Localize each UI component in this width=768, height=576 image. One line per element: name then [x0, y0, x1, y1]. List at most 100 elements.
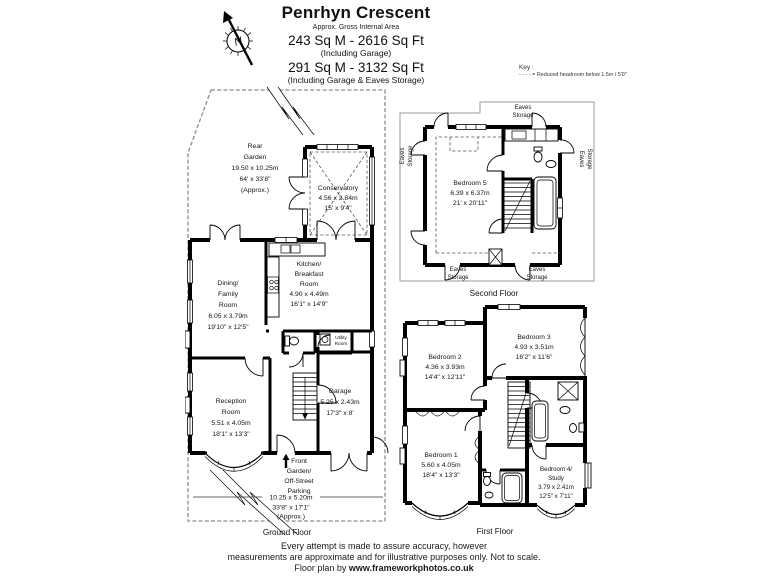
- svg-text:Room: Room: [219, 302, 237, 309]
- sf-interior: [486, 127, 534, 234]
- area-note-1: (Including Garage): [320, 48, 392, 59]
- svg-text:Room: Room: [222, 409, 240, 416]
- windows: [185, 156, 375, 436]
- ff-doors: [464, 363, 547, 485]
- dining-room-label: Dining/ Family Room 6.05 x 3.79m 19'10" …: [207, 280, 249, 331]
- svg-text:Rear: Rear: [248, 143, 263, 150]
- svg-text:19.50 x 10.25m: 19.50 x 10.25m: [232, 165, 279, 172]
- conservatory-label: Conservatory 4.56 x 2.84m 15' x 9'4": [318, 185, 359, 212]
- svg-text:Garage: Garage: [329, 388, 352, 395]
- entrance-arrow-icon: [282, 453, 290, 468]
- svg-text:15' x 9'4": 15' x 9'4": [324, 205, 352, 212]
- credit-line: Floor plan by www.frameworkphotos.co.uk: [4, 563, 764, 574]
- svg-text:6.05 x 3.79m: 6.05 x 3.79m: [208, 313, 248, 320]
- svg-text:Garden/: Garden/: [287, 468, 312, 475]
- svg-text:12'5" x 7'11": 12'5" x 7'11": [539, 493, 572, 500]
- ground-floor-plan: Rear Garden 19.50 x 10.25m 64' x 33'8" (…: [185, 86, 389, 537]
- header: Penrhyn Crescent Approx. Gross Internal …: [206, 4, 506, 85]
- ff-ensuite-fixtures: [483, 472, 523, 504]
- svg-text:Eaves: Eaves: [578, 151, 584, 168]
- kitchen-label: Kitchen/ Breakfast Room 4.90 x 4.49m 16'…: [289, 261, 329, 308]
- dining-garden-doors: [209, 224, 241, 241]
- garage-doors: [317, 384, 368, 472]
- area-note-2: (Including Garage & Eaves Storage): [287, 75, 425, 86]
- svg-text:14'4" x 12'11": 14'4" x 12'11": [425, 374, 466, 381]
- svg-text:Room: Room: [335, 341, 348, 347]
- second-floor-label: Second Floor: [470, 289, 519, 298]
- conservatory: [288, 144, 372, 242]
- legend-key: Key : - - - - = Reduced headroom below 1…: [519, 64, 729, 78]
- bedroom4-label: Bedroom 4/ Study 3.79 x 2.41m 12'5" x 7'…: [538, 466, 574, 500]
- svg-text:Bedroom 1: Bedroom 1: [424, 452, 457, 459]
- svg-text:10.25 x 5.20m: 10.25 x 5.20m: [269, 495, 312, 502]
- eaves-storage-labels: Eaves Storage Eaves Storage Eaves Storag…: [400, 105, 592, 281]
- disclaimer-line-1: Every attempt is made to assure accuracy…: [281, 541, 487, 551]
- svg-text:Breakfast: Breakfast: [295, 271, 324, 278]
- wc-fixtures: [284, 335, 304, 368]
- svg-text:Storage: Storage: [526, 275, 548, 281]
- first-floor-plan: Bedroom 2 4.36 x 3.93m 14'4" x 12'11" Be…: [399, 304, 592, 536]
- reduced-headroom-lines: [435, 136, 560, 254]
- svg-text:Eaves: Eaves: [450, 267, 467, 273]
- second-floor-plan: Eaves Storage Eaves Storage Eaves Storag…: [399, 101, 595, 298]
- ff-stairs: [507, 381, 531, 449]
- ff-external-walls: [403, 305, 587, 507]
- svg-text:Room: Room: [300, 281, 318, 288]
- boundary-break-bottom: [209, 469, 299, 536]
- compass-arrowhead: [223, 11, 233, 23]
- key-entry: - - - - = Reduced headroom below 1.5m / …: [519, 72, 729, 78]
- svg-text:Bedroom 4/: Bedroom 4/: [540, 466, 572, 473]
- svg-text:Study: Study: [548, 475, 565, 482]
- svg-text:3.79 x 2.41m: 3.79 x 2.41m: [538, 484, 574, 491]
- utility-room-label: Utility Room: [335, 335, 348, 347]
- staircase: [292, 372, 318, 421]
- svg-text:18'1" x 13'3": 18'1" x 13'3": [212, 431, 250, 438]
- kitchen-units: [265, 242, 326, 318]
- credit-url: www.frameworkphotos.co.uk: [348, 562, 474, 573]
- compass-icon: N: [223, 11, 254, 66]
- bedroom1-label: Bedroom 1 5.60 x 4.05m 18'4" x 13'3": [421, 452, 461, 479]
- compass-north-label: N: [233, 35, 244, 49]
- garden-boundary: [187, 89, 386, 522]
- bedroom1-bay-window: [411, 502, 469, 520]
- svg-text:18'4" x 13'3": 18'4" x 13'3": [422, 472, 460, 479]
- compass-needle: [227, 19, 254, 66]
- svg-text:16'1" x 14'9": 16'1" x 14'9": [290, 301, 328, 308]
- svg-text:Kitchen/: Kitchen/: [297, 261, 322, 268]
- svg-text:4.90 x 4.49m: 4.90 x 4.49m: [289, 291, 329, 298]
- disclaimer-line-2: measurements are approximate and for ill…: [227, 551, 541, 562]
- bedroom4-bay-window: [536, 504, 576, 519]
- bedroom5-label: Bedroom 5 6.39 x 6.37m 21' x 20'11": [450, 180, 490, 207]
- svg-text:5.60 x 4.05m: 5.60 x 4.05m: [421, 462, 461, 469]
- bedroom1-wardrobes: [414, 409, 481, 465]
- svg-text:Conservatory: Conservatory: [318, 185, 359, 192]
- svg-text:Parking: Parking: [287, 488, 310, 495]
- svg-text:Storage: Storage: [408, 145, 414, 167]
- svg-text:Storage: Storage: [586, 148, 592, 170]
- ff-bathroom-fixtures: [480, 381, 585, 472]
- front-door: [276, 434, 296, 454]
- reception-door: [244, 357, 264, 377]
- svg-text:(Approx.): (Approx.): [277, 514, 305, 521]
- ff-windows: [399, 304, 592, 489]
- svg-text:Bedroom 5: Bedroom 5: [453, 180, 486, 187]
- svg-text:Storage: Storage: [512, 113, 534, 119]
- svg-text:21' x 20'11": 21' x 20'11": [453, 200, 488, 207]
- svg-text:4.93 x 3.51m: 4.93 x 3.51m: [514, 344, 554, 351]
- area-metric-1: 243 Sq M - 2616 Sq Ft: [288, 33, 424, 49]
- sf-bathroom-fixtures: [504, 128, 559, 230]
- svg-text:4.56 x 2.84m: 4.56 x 2.84m: [318, 195, 358, 202]
- sf-eaves-doors: [410, 112, 575, 281]
- svg-text:4.36 x 3.93m: 4.36 x 3.93m: [425, 364, 465, 371]
- roof-outline: [399, 101, 595, 282]
- svg-text:33'8" x 17'1": 33'8" x 17'1": [272, 505, 310, 512]
- reception-bay-window: [202, 451, 266, 472]
- svg-text:Family: Family: [218, 291, 239, 298]
- svg-text:Dining/: Dining/: [217, 280, 238, 287]
- svg-text:Garden: Garden: [244, 154, 267, 161]
- svg-text:Reception: Reception: [216, 398, 247, 405]
- page-title: Penrhyn Crescent: [281, 3, 431, 22]
- garage-label: Garage 5.25 x 2.43m 17'3" x 8': [320, 388, 360, 417]
- boundary-break-top: [266, 86, 315, 136]
